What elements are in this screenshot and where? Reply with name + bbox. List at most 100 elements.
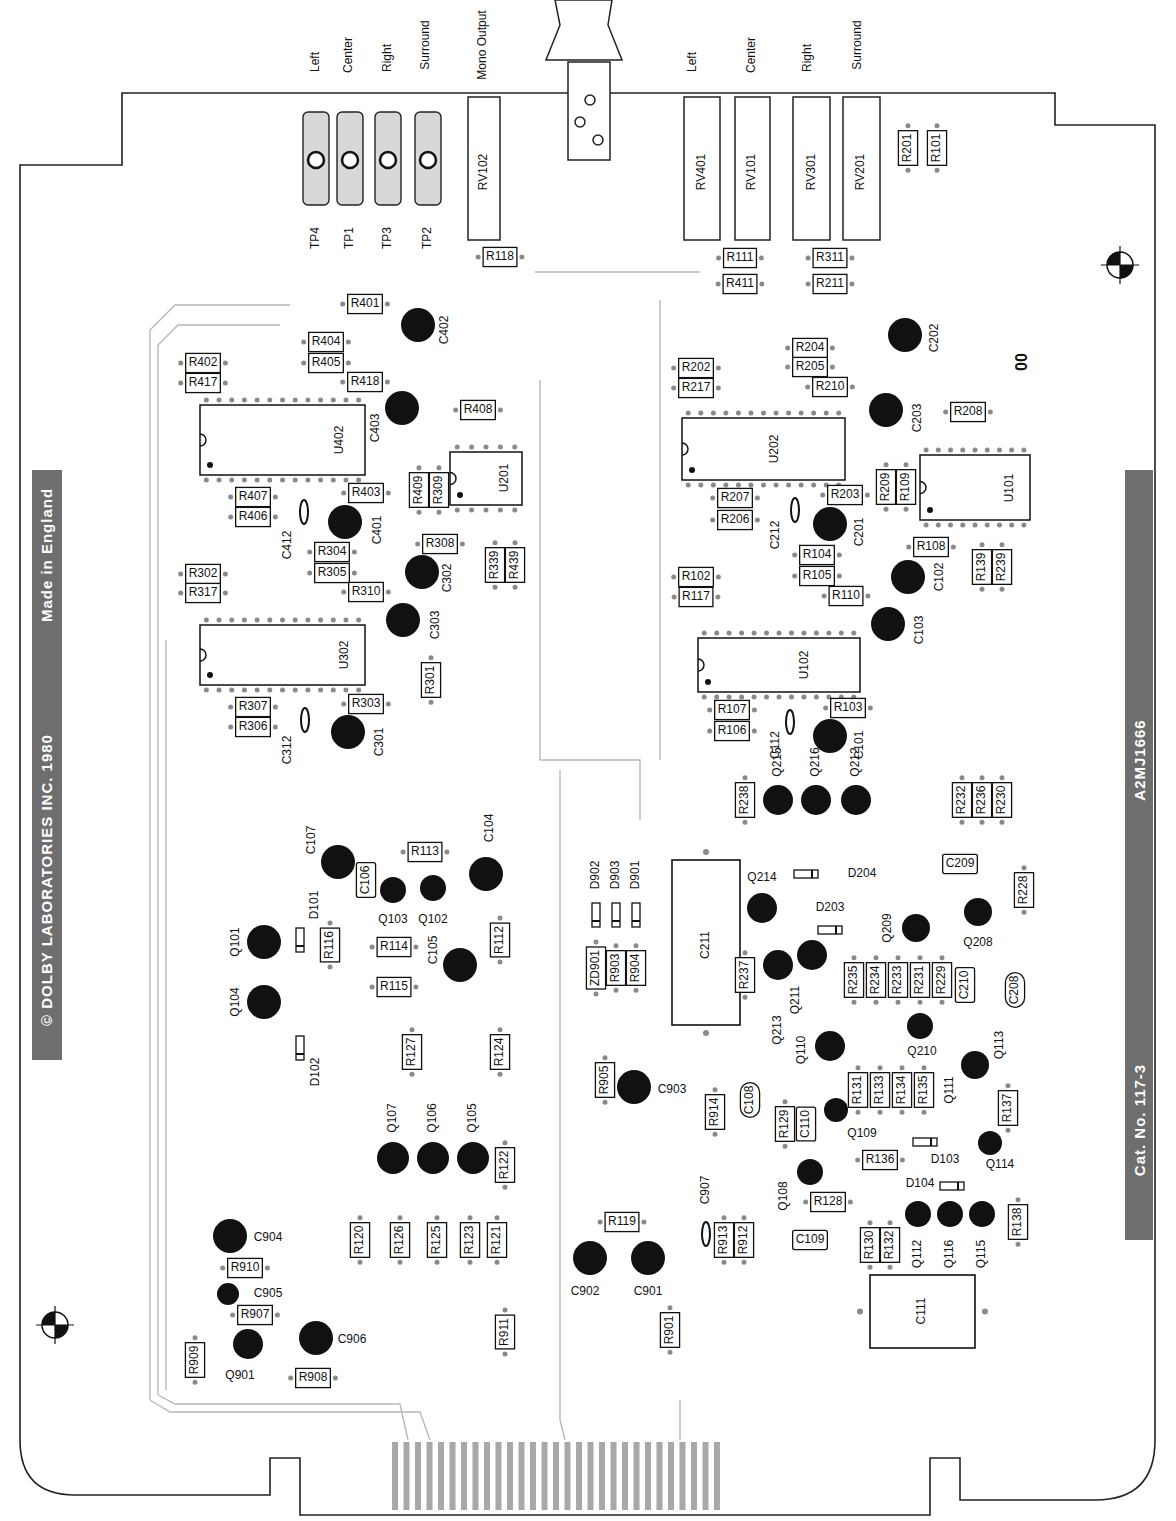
lead-pad xyxy=(328,964,333,969)
ic-pin xyxy=(698,411,703,416)
lead-pad xyxy=(385,302,390,307)
ic-pin xyxy=(839,631,844,636)
lead-pad xyxy=(495,1215,500,1220)
resistor-symbol xyxy=(423,534,458,553)
capacitor-symbol xyxy=(740,1083,759,1118)
part-label: TP3 xyxy=(381,227,394,249)
resistor-symbol xyxy=(309,332,344,351)
lead-pad xyxy=(341,702,346,707)
resistor-label: R309 xyxy=(432,476,445,505)
edge-finger xyxy=(576,1442,582,1510)
lead-pad xyxy=(220,1266,225,1271)
resistor-symbol xyxy=(1014,873,1033,908)
ic-pin xyxy=(498,508,503,513)
lead-pad xyxy=(855,1158,860,1163)
lead-pad xyxy=(1022,865,1027,870)
jack-pads xyxy=(568,62,610,160)
resistor-label: R239 xyxy=(995,553,1008,582)
ic-pin xyxy=(484,445,489,450)
diode-symbol xyxy=(612,903,620,927)
diode-label: D102 xyxy=(309,1058,322,1087)
test-point xyxy=(375,112,401,205)
resistor-symbol xyxy=(186,583,221,602)
copper-trace xyxy=(165,640,166,1390)
part-label: Center xyxy=(745,37,758,73)
resistor-symbol xyxy=(876,470,895,505)
edge-finger xyxy=(392,1442,398,1510)
ic-pin xyxy=(924,448,929,453)
lead-pad xyxy=(346,340,351,345)
transistor-label: Q212 xyxy=(849,747,862,776)
resistor-symbol xyxy=(860,1228,879,1263)
resistor-label: R202 xyxy=(682,361,711,374)
resistor-label: R302 xyxy=(189,567,218,580)
transistor-label: Q209 xyxy=(881,913,894,942)
resistor-symbol xyxy=(679,378,714,397)
static-art xyxy=(20,0,1155,1515)
lead-pad xyxy=(410,1027,415,1032)
transistor-symbol xyxy=(247,985,281,1019)
capacitor-symbol xyxy=(617,1070,651,1104)
lead-pad xyxy=(223,572,228,577)
ic-pin xyxy=(469,445,474,450)
capacitor-label: C107 xyxy=(305,826,318,855)
lead-pad xyxy=(301,361,306,366)
capacitor-label: C312 xyxy=(281,736,294,765)
lead-pad xyxy=(743,775,748,780)
resistor-label: R118 xyxy=(486,250,514,263)
ic-pin xyxy=(924,523,929,528)
lead-pad xyxy=(444,850,449,855)
ic-pin xyxy=(851,631,856,636)
ic-pin xyxy=(686,483,691,488)
part-label: C211 xyxy=(699,931,712,959)
transistor-label: Q113 xyxy=(993,1031,1006,1059)
transistor-label: Q109 xyxy=(847,1127,876,1140)
test-point xyxy=(303,112,329,205)
resistor-symbol xyxy=(427,1223,446,1258)
lead-pad xyxy=(668,1350,673,1355)
lead-pad xyxy=(519,255,524,260)
ic-pin xyxy=(702,631,707,636)
ic-pin xyxy=(748,411,753,416)
edge-finger xyxy=(611,1442,617,1510)
ic-pin xyxy=(727,695,732,700)
lead-pad xyxy=(340,380,345,385)
capacitor-symbol xyxy=(331,715,365,749)
ic-pin xyxy=(343,398,348,403)
resistor-label: R101 xyxy=(930,134,943,163)
resistor-symbol xyxy=(715,721,750,740)
ic-pin xyxy=(777,631,782,636)
lead-pad xyxy=(980,542,985,547)
resistor-label: R135 xyxy=(917,1076,930,1105)
edge-finger xyxy=(622,1442,628,1510)
lead-pad xyxy=(783,1099,788,1104)
resistor-label: R106 xyxy=(718,724,747,737)
resistor-label: ZD901 xyxy=(589,950,602,986)
edge-finger xyxy=(668,1442,674,1510)
capacitor-symbol xyxy=(871,607,905,641)
lead-pad xyxy=(603,1100,608,1105)
part-label: RV101 xyxy=(745,154,758,190)
capacitor-symbol xyxy=(217,1283,239,1305)
resistor-symbol xyxy=(377,977,411,996)
lead-pad xyxy=(848,1200,853,1205)
lead-pad xyxy=(641,1220,646,1225)
lead-pad xyxy=(273,515,278,520)
resistor-symbol xyxy=(485,548,504,583)
transistor-symbol xyxy=(815,1031,845,1061)
ic-pin xyxy=(714,631,719,636)
ic-pin xyxy=(799,411,804,416)
fiducial-cross xyxy=(1101,246,1139,284)
capacitor-symbol xyxy=(213,1219,247,1253)
lead-pad xyxy=(346,361,351,366)
resistor-label: R121 xyxy=(490,1226,503,1255)
lead-pad xyxy=(1000,587,1005,592)
transistor-symbol xyxy=(961,1051,989,1079)
lead-pad xyxy=(918,1000,923,1005)
ic-pin xyxy=(774,411,779,416)
resistor-symbol xyxy=(238,1305,273,1324)
transistor-symbol xyxy=(978,1131,1002,1155)
ic-pin xyxy=(761,483,766,488)
board-marking: Cat. No. 117-3 xyxy=(1132,1064,1149,1176)
lead-pad xyxy=(1016,1197,1021,1202)
